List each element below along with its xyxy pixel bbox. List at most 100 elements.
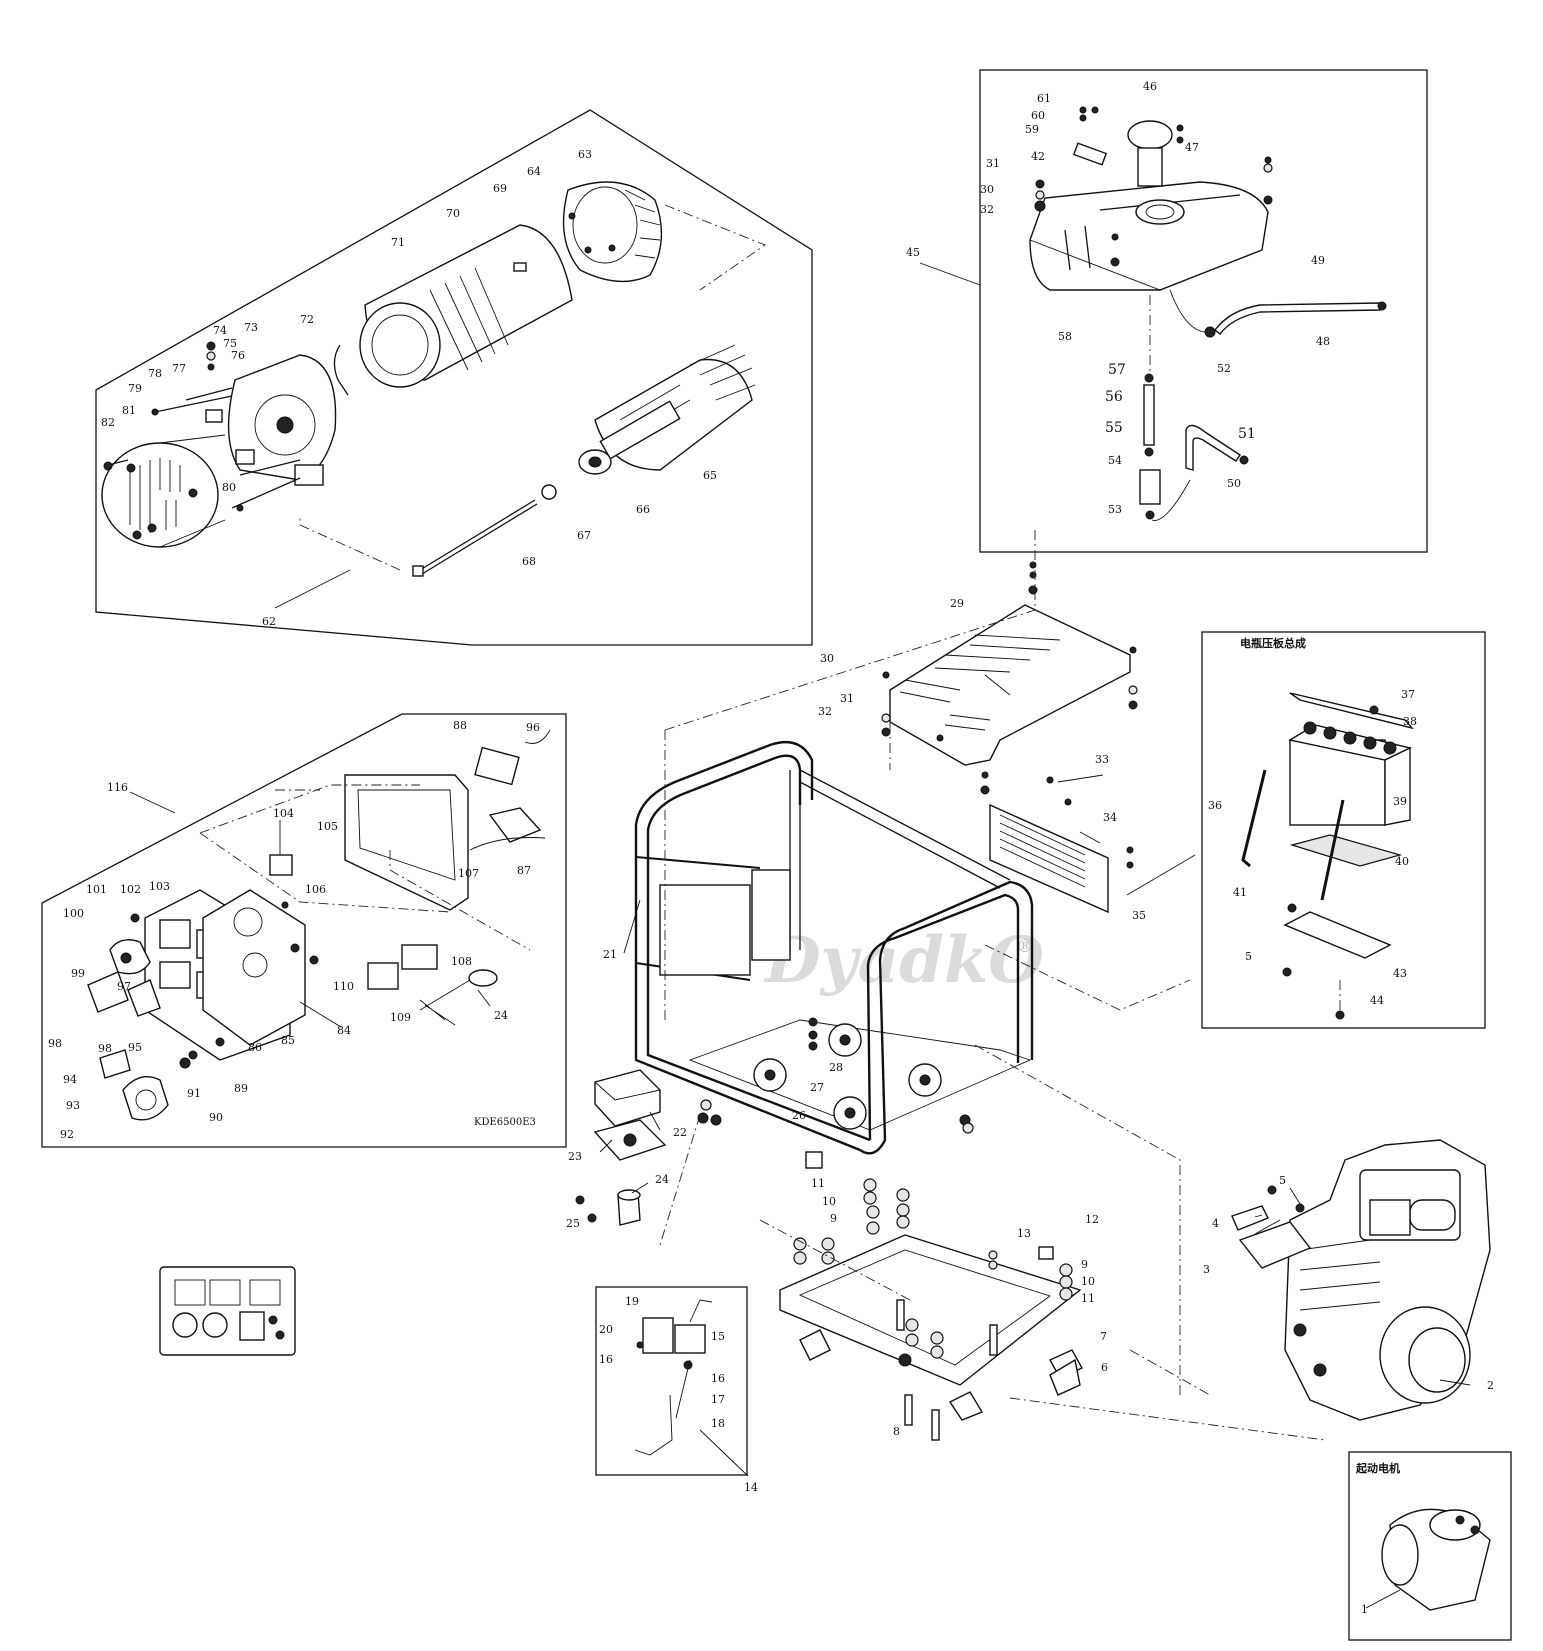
battery-assembly-parts [1241,692,1414,1020]
callout-57: 57 [1108,362,1126,378]
callout-61: 61 [1037,92,1051,105]
callout-13: 13 [1017,1227,1031,1240]
callout-9-right: 9 [1081,1258,1088,1271]
callout-90: 90 [209,1111,223,1124]
callout-55: 55 [1105,420,1123,436]
callout-91: 91 [187,1087,201,1100]
callout-35: 35 [1132,909,1146,922]
leader-lines [129,262,1471,1609]
callout-40: 40 [1395,855,1409,868]
callout-51: 51 [1238,426,1256,442]
fuel-tank-parts [1029,106,1387,521]
callout-30-tank: 30 [980,183,994,196]
callout-20: 20 [599,1323,613,1336]
callout-103: 103 [149,880,170,893]
callout-16-right: 16 [711,1372,725,1385]
alternator-group-outline [95,109,813,646]
callout-60: 60 [1031,109,1045,122]
callout-105: 105 [317,820,338,833]
battery-clamp-group-box [1201,631,1486,1029]
callout-32-tank: 32 [980,203,994,216]
control-panel-parts [87,729,551,1121]
callout-47: 47 [1185,141,1199,154]
callout-101: 101 [86,883,107,896]
callout-4: 4 [1212,1217,1219,1230]
callout-22: 22 [673,1126,687,1139]
callout-labels: 1 2 3 4 5 5 6 7 8 9 9 10 10 11 11 12 13 … [48,80,1494,1616]
callout-32-cover: 32 [818,705,832,718]
callout-54: 54 [1108,454,1122,467]
callout-49: 49 [1311,254,1325,267]
callout-89: 89 [234,1082,248,1095]
stop-solenoid-group-box [595,1286,748,1476]
callout-9-left: 9 [830,1212,837,1225]
control-panel-group-outline [41,713,567,1148]
callout-87: 87 [517,864,531,877]
callout-104: 104 [273,807,294,820]
callout-41: 41 [1233,886,1247,899]
callout-108: 108 [451,955,472,968]
callout-3: 3 [1203,1263,1210,1276]
callout-75: 75 [223,337,237,350]
callout-63: 63 [578,148,592,161]
callout-65: 65 [703,469,717,482]
callout-74: 74 [213,324,227,337]
callout-78: 78 [148,367,162,380]
callout-2: 2 [1487,1379,1494,1392]
fuel-tank-group-box [979,69,1428,553]
callout-58: 58 [1058,330,1072,343]
callout-11-right: 11 [1081,1292,1095,1305]
callout-92: 92 [60,1128,74,1141]
callout-81: 81 [122,404,136,417]
callout-10-left: 10 [822,1195,836,1208]
callout-31-tank: 31 [986,157,1000,170]
callout-39: 39 [1393,795,1407,808]
callout-10-right: 10 [1081,1275,1095,1288]
callout-116: 116 [107,781,128,794]
callout-79: 79 [128,382,142,395]
callout-106: 106 [305,883,326,896]
callout-37: 37 [1401,688,1415,701]
callout-1: 1 [1361,1603,1368,1616]
starter-motor-group-box [1348,1451,1512,1641]
callout-73: 73 [244,321,258,334]
callout-69: 69 [493,182,507,195]
callout-107: 107 [458,867,479,880]
callout-59: 59 [1025,123,1039,136]
callout-85: 85 [281,1034,295,1047]
callout-26: 26 [792,1109,806,1122]
callout-56: 56 [1105,389,1123,405]
callout-98-left: 98 [48,1037,62,1050]
callout-44: 44 [1370,994,1384,1007]
callout-24-panel: 24 [494,1009,508,1022]
callout-98-right: 98 [98,1042,112,1055]
stop-solenoid-parts [634,1299,713,1456]
callout-21: 21 [603,948,617,961]
callout-31-cover: 31 [840,692,854,705]
callout-19: 19 [625,1295,639,1308]
callout-27: 27 [810,1081,824,1094]
callout-96: 96 [526,721,540,734]
callout-50: 50 [1227,477,1241,490]
callout-64: 64 [527,165,541,178]
callout-86: 86 [248,1041,262,1054]
callout-46: 46 [1143,80,1157,93]
callout-30-cover: 30 [820,652,834,665]
callout-71: 71 [391,236,405,249]
callout-17: 17 [711,1393,725,1406]
callout-62: 62 [262,615,276,628]
callout-109: 109 [390,1011,411,1024]
callout-6: 6 [1101,1361,1108,1374]
callout-25: 25 [566,1217,580,1230]
callout-100: 100 [63,907,84,920]
callout-5-engine: 5 [1279,1174,1286,1187]
callout-36: 36 [1208,799,1222,812]
callout-67: 67 [577,529,591,542]
callout-45: 45 [906,246,920,259]
frame-and-chassis [575,530,1326,1441]
callout-84: 84 [337,1024,351,1037]
starter-motor-parts [1381,1508,1491,1611]
panel-reference-thumbnail [159,1266,296,1356]
alternator-parts [101,181,766,577]
